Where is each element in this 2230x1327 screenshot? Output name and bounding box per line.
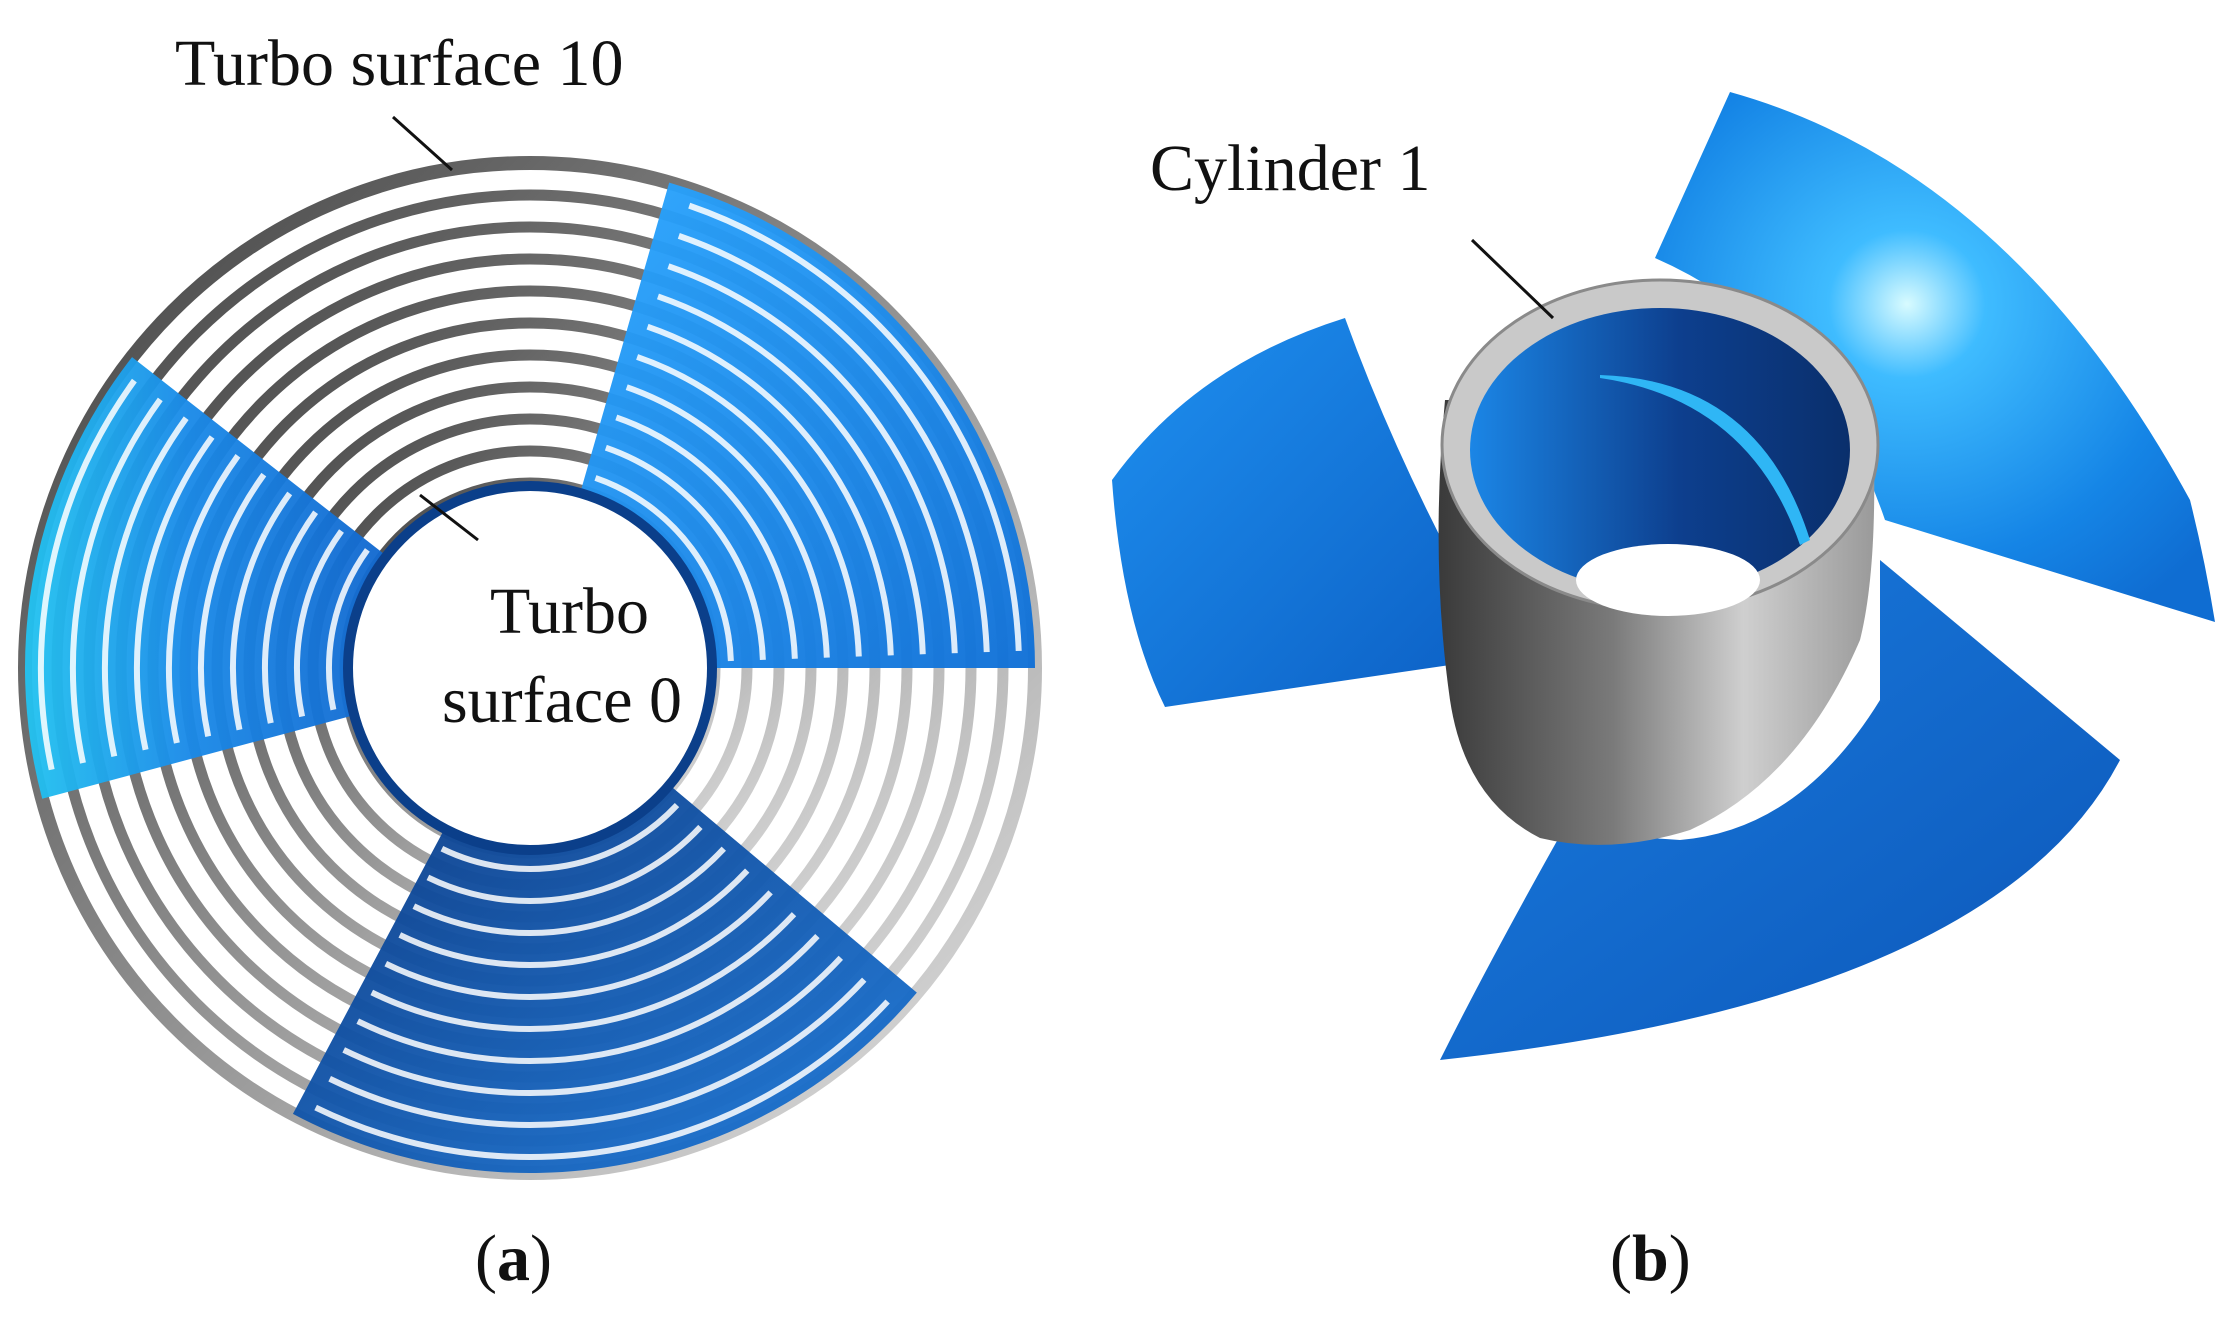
blade-slit xyxy=(356,933,820,1065)
blade-slit xyxy=(294,529,344,718)
blade-slit xyxy=(328,977,867,1128)
inner-hole xyxy=(350,488,710,848)
blade-slit xyxy=(625,384,830,658)
caption-a: (a) xyxy=(475,1222,552,1295)
blade-slit xyxy=(166,454,241,744)
caption-a-letter: a xyxy=(497,1222,530,1295)
blade-slit xyxy=(198,472,267,738)
blade-slit xyxy=(646,323,894,656)
blade-slit xyxy=(398,868,750,968)
blade-slit xyxy=(384,890,773,1000)
blade-slit xyxy=(412,846,727,936)
blade-slit xyxy=(326,548,370,711)
blade-slit xyxy=(688,202,1022,652)
label-turbo-surface-0-line2: surface 0 xyxy=(442,664,682,737)
label-turbo-surface-10: Turbo surface 10 xyxy=(175,27,624,100)
blade-slit xyxy=(440,803,680,872)
cylinder-bottom-hole xyxy=(1576,544,1760,616)
blade-slit xyxy=(594,475,734,662)
blade-b-bottom xyxy=(1440,560,2120,1060)
blade-slit xyxy=(677,233,990,653)
blade-slit xyxy=(615,414,798,659)
inner-blade-sliver xyxy=(1600,375,1810,545)
leader-line-cylinder-1 xyxy=(1470,238,1555,320)
cylinder-1 xyxy=(1438,278,1880,845)
label-turbo-surface-0-line1: Turbo xyxy=(490,575,649,648)
panel-b: Cylinder 1 (b) xyxy=(1112,92,2215,1295)
blade-b-top-right xyxy=(1655,92,2215,622)
inner-hub-edge xyxy=(343,481,717,855)
blade-slit xyxy=(370,912,797,1032)
blade-slit xyxy=(230,491,293,731)
blade-slit xyxy=(102,416,189,757)
panel-a: Turbo surface 10 Turbo surface 0 (a) xyxy=(18,27,1042,1295)
blade-slit xyxy=(134,435,215,751)
blade-b-left xyxy=(1112,318,1490,707)
blade-slit xyxy=(604,444,766,660)
blade-slit xyxy=(38,378,137,771)
blade-slit xyxy=(314,999,890,1160)
blade-slits xyxy=(38,202,1022,1160)
caption-b: (b) xyxy=(1610,1222,1691,1295)
caption-b-letter: b xyxy=(1632,1222,1669,1295)
leader-line-turbo-surface-0 xyxy=(419,493,479,542)
blade-slit xyxy=(262,510,319,724)
blade-slit xyxy=(342,955,844,1096)
blade-slit xyxy=(667,263,958,654)
blade-slit xyxy=(656,293,926,655)
blade-slit xyxy=(426,824,703,904)
label-cylinder-1: Cylinder 1 xyxy=(1150,132,1430,205)
cylinder-opening xyxy=(1470,308,1850,592)
blade-slit xyxy=(70,397,163,764)
blade-slit xyxy=(636,354,862,657)
leader-line-turbo-surface-10 xyxy=(391,115,454,172)
blade-a-bottom xyxy=(292,784,917,1173)
